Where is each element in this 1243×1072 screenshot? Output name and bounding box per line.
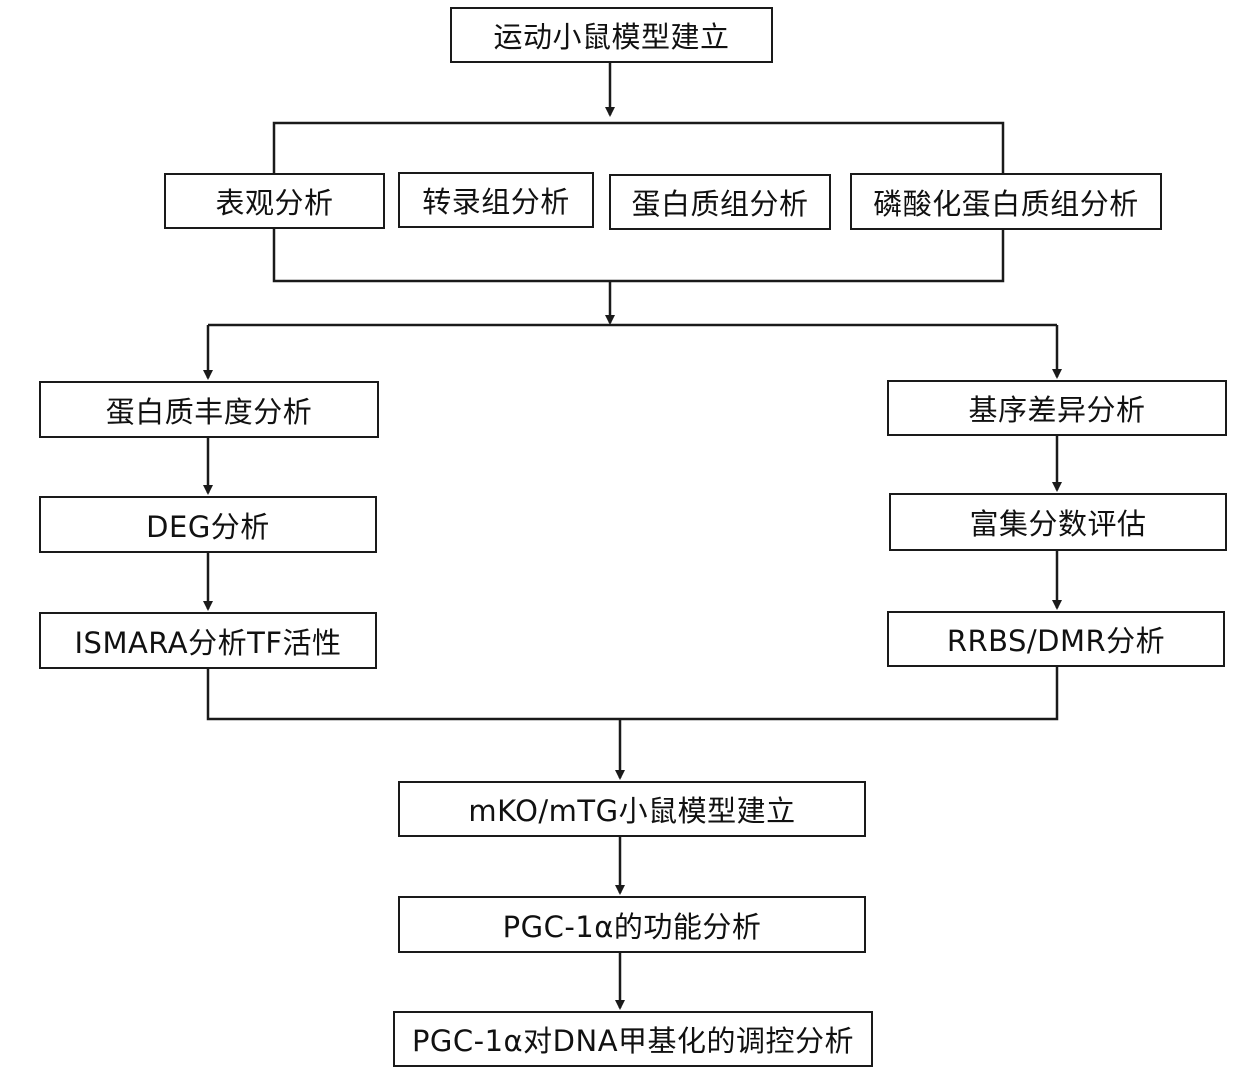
node-proteome-analysis: 蛋白质组分析 xyxy=(609,174,831,230)
merge-bracket xyxy=(206,666,1059,721)
node-phenotype-analysis: 表观分析 xyxy=(164,173,385,229)
bottom-bracket xyxy=(272,229,1005,283)
node-phosphoproteome-analysis: 磷酸化蛋白质组分析 xyxy=(850,173,1162,230)
node-enrichment-score: 富集分数评估 xyxy=(889,493,1227,551)
node-rrbs-dmr-analysis: RRBS/DMR分析 xyxy=(887,611,1225,667)
node-deg-analysis: DEG分析 xyxy=(39,496,377,553)
node-motif-analysis: 基序差异分析 xyxy=(887,380,1227,436)
top-bracket xyxy=(272,121,1005,173)
node-transcriptome-analysis: 转录组分析 xyxy=(398,172,594,228)
node-ko-model: mKO/mTG小鼠模型建立 xyxy=(398,781,866,837)
node-pgc-function: PGC-1α的功能分析 xyxy=(398,896,866,953)
node-pgc-dna-methylation: PGC-1α对DNA甲基化的调控分析 xyxy=(393,1011,873,1067)
node-protein-abundance: 蛋白质丰度分析 xyxy=(39,381,379,438)
node-model: 运动小鼠模型建立 xyxy=(450,7,773,63)
node-ismara-analysis: ISMARA分析TF活性 xyxy=(39,612,377,669)
